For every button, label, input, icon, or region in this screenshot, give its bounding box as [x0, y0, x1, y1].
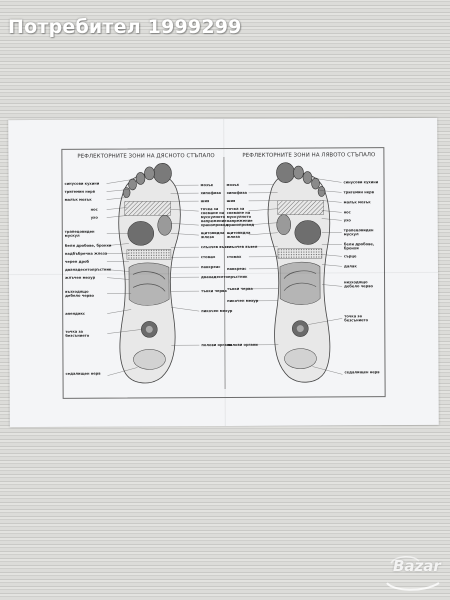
- label-rf-inner: стомах: [200, 255, 216, 260]
- label-lf-outer: сърце: [343, 254, 357, 259]
- foot-chart-frame: РЕФЛЕКТОРНИТЕ ЗОНИ НА ДЯСНОТО СТЪПАЛО РЕ…: [61, 147, 386, 399]
- logo-text: Bazar: [393, 557, 441, 575]
- label-lf-outer: тригемин нерв: [343, 190, 375, 195]
- label-rf-inner: мозък: [200, 183, 214, 188]
- label-rf-inner: тънки черва: [201, 288, 227, 294]
- label-rf-outer: бели дробове, бронхи: [64, 243, 112, 248]
- label-lf-inner: полови органи: [227, 342, 258, 347]
- label-rf-outer: точка за безсънието: [65, 329, 90, 338]
- logo-swirl-icon: [386, 556, 440, 591]
- left-foot-drawing: [248, 162, 343, 383]
- label-rf-inner: щитовидна жлеза: [200, 230, 225, 240]
- label-lf-outer: точка за безсънието: [344, 314, 369, 323]
- label-lf-inner: щитовидна жлеза: [226, 230, 251, 239]
- label-rf-outer: апендикс: [65, 311, 86, 316]
- label-lf-inner: тънки черва: [227, 286, 253, 291]
- right-foot-drawing: [106, 163, 200, 384]
- label-rf-inner: пикочен мехур: [201, 308, 233, 314]
- label-rf-inner: панкреас: [200, 265, 221, 270]
- label-rf-inner: хипофиза: [200, 191, 221, 196]
- label-lf-outer: далак: [343, 264, 357, 269]
- label-lf-inner: мозък: [226, 182, 240, 187]
- label-lf-outer: седалищен нерв: [344, 370, 380, 375]
- label-rf-outer: седалищен нерв: [65, 371, 101, 376]
- label-lf-inner: хипофиза: [226, 190, 247, 195]
- label-rf-inner: дванадесетопръстник: [201, 274, 248, 280]
- label-rf-inner: точка за снемане на мускулното напрежени…: [200, 207, 227, 224]
- label-rf-outer: ухо: [90, 215, 98, 220]
- label-rf-outer: черен дроб: [64, 259, 90, 264]
- label-lf-inner: хранопровод: [226, 222, 255, 227]
- label-lf-inner: стомах: [226, 254, 242, 259]
- label-lf-inner: панкреас: [226, 266, 247, 271]
- label-lf-outer: низходящо дебело черво: [344, 280, 373, 289]
- label-rf-outer: малък мозък: [64, 197, 92, 202]
- label-lf-inner: пикочен мехур: [227, 298, 259, 303]
- label-lf-outer: трапецовиден мускул: [343, 228, 374, 237]
- label-lf-inner: слънчев възел: [226, 244, 258, 249]
- label-rf-outer: нос: [90, 207, 98, 212]
- label-lf-outer: синусови кухини: [343, 180, 379, 185]
- label-lf-outer: нос: [343, 210, 351, 215]
- label-rf-outer: трапецовиден мускул: [64, 229, 95, 238]
- foot-illustrations: [106, 162, 343, 384]
- label-rf-inner: хранопровод: [200, 222, 229, 228]
- label-rf-outer: дванадесетопръстник: [64, 267, 112, 272]
- label-rf-outer: надбъбречна жлеза: [64, 251, 108, 256]
- label-lf-outer: бели дробове, бронхи: [343, 242, 375, 251]
- label-lf-outer: ухо: [343, 218, 351, 223]
- reflexology-sheet: РЕФЛЕКТОРНИТЕ ЗОНИ НА ДЯСНОТО СТЪПАЛО РЕ…: [8, 117, 439, 428]
- label-rf-outer: синусови кухини: [64, 181, 100, 186]
- label-rf-outer: тригемин нерв: [64, 189, 96, 194]
- label-lf-outer: малък мозък: [343, 200, 371, 205]
- watermark-username: Потребител 1999299: [8, 16, 242, 38]
- label-rf-outer: жлъчен мехур: [65, 275, 96, 280]
- label-lf-inner: точка за снемане на мускулното напрежени…: [226, 206, 253, 223]
- label-rf-inner: шия: [200, 199, 210, 204]
- label-lf-inner: шия: [226, 198, 236, 203]
- bazar-watermark-logo: Bazar: [383, 553, 445, 593]
- label-rf-outer: възходящо дебело черво: [65, 289, 94, 298]
